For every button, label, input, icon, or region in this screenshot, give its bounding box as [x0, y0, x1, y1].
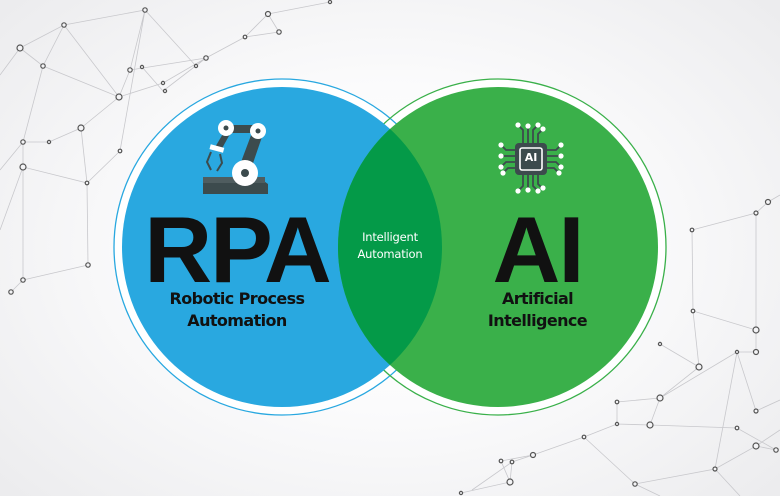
ai-subtitle-line1: Artificial — [501, 289, 574, 308]
ai-subtitle-line2: Intelligence — [487, 311, 588, 330]
rpa-subtitle-line1: Robotic Process — [169, 289, 306, 308]
ai-chip-icon — [498, 122, 564, 194]
intersection-label-line1: Intelligent — [362, 230, 418, 244]
rpa-subtitle-line2: Automation — [187, 311, 287, 330]
ai-chip-label: AI — [524, 151, 538, 164]
rpa-title: RPA — [144, 197, 332, 302]
intersection-label-line2: Automation — [357, 247, 423, 261]
robotic-arm-icon — [203, 120, 268, 194]
ai-title: AI — [492, 197, 585, 302]
intelligent-automation-overlap — [338, 87, 442, 407]
